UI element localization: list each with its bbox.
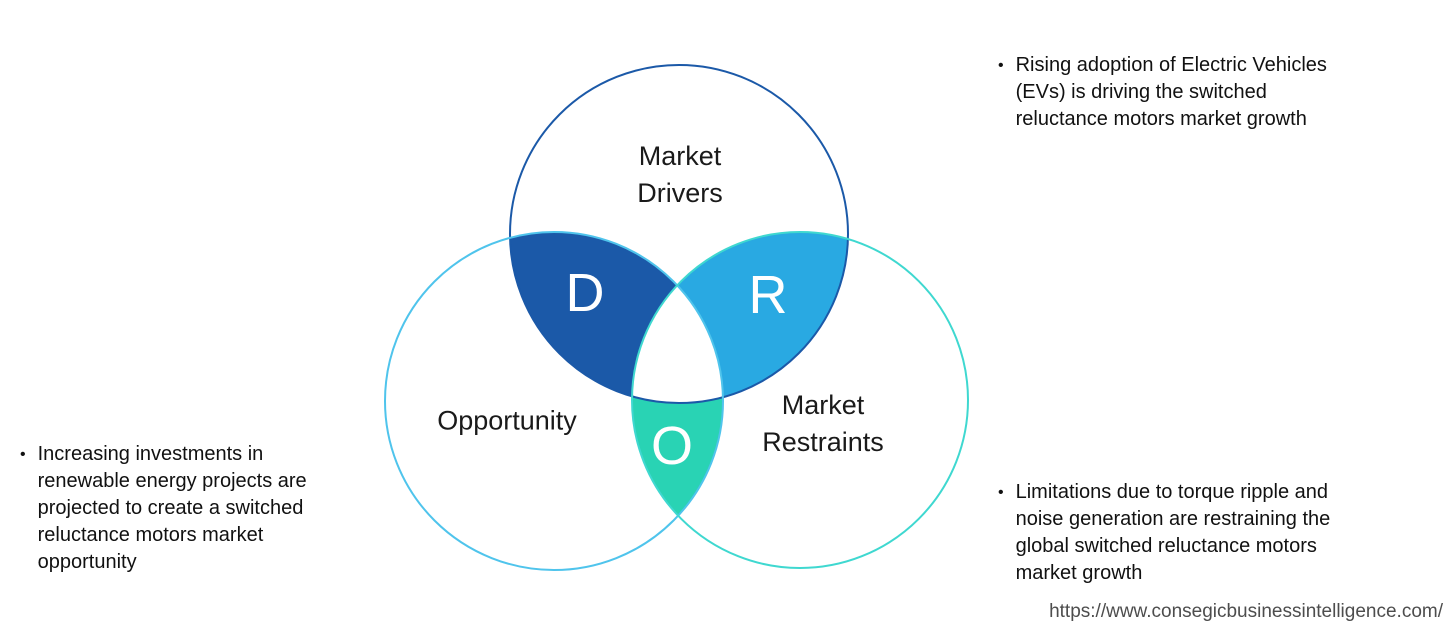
opportunity-note-bullet-icon: •	[20, 446, 26, 463]
opportunity-note: • Increasing investments in renewable en…	[20, 441, 307, 576]
restraint-note-text: Limitations due to torque ripple and noi…	[1015, 481, 1331, 584]
restraint-note: • Limitations due to torque ripple and n…	[998, 479, 1330, 587]
region-letter-d: D	[565, 263, 605, 323]
driver-note-text: Rising adoption of Electric Vehicles (EV…	[1015, 54, 1327, 130]
opportunity-circle-outline	[384, 231, 724, 571]
driver-note-bullet-icon: •	[998, 57, 1004, 74]
opportunity-note-text: Increasing investments in renewable ener…	[37, 443, 307, 573]
restraints-circle-outline	[631, 231, 969, 569]
region-letter-r: R	[748, 265, 788, 325]
driver-note: • Rising adoption of Electric Vehicles (…	[998, 52, 1327, 133]
opportunity-circle-label: Opportunity	[437, 405, 577, 436]
drivers-circle-label: Market Drivers	[637, 141, 723, 208]
restraint-note-bullet-icon: •	[998, 484, 1004, 501]
drivers-circle-outline	[509, 64, 849, 404]
region-letter-o: O	[650, 416, 694, 476]
source-url: https://www.consegicbusinessintelligence…	[1049, 601, 1443, 622]
restraints-circle-label: Market Restraints	[762, 390, 884, 457]
